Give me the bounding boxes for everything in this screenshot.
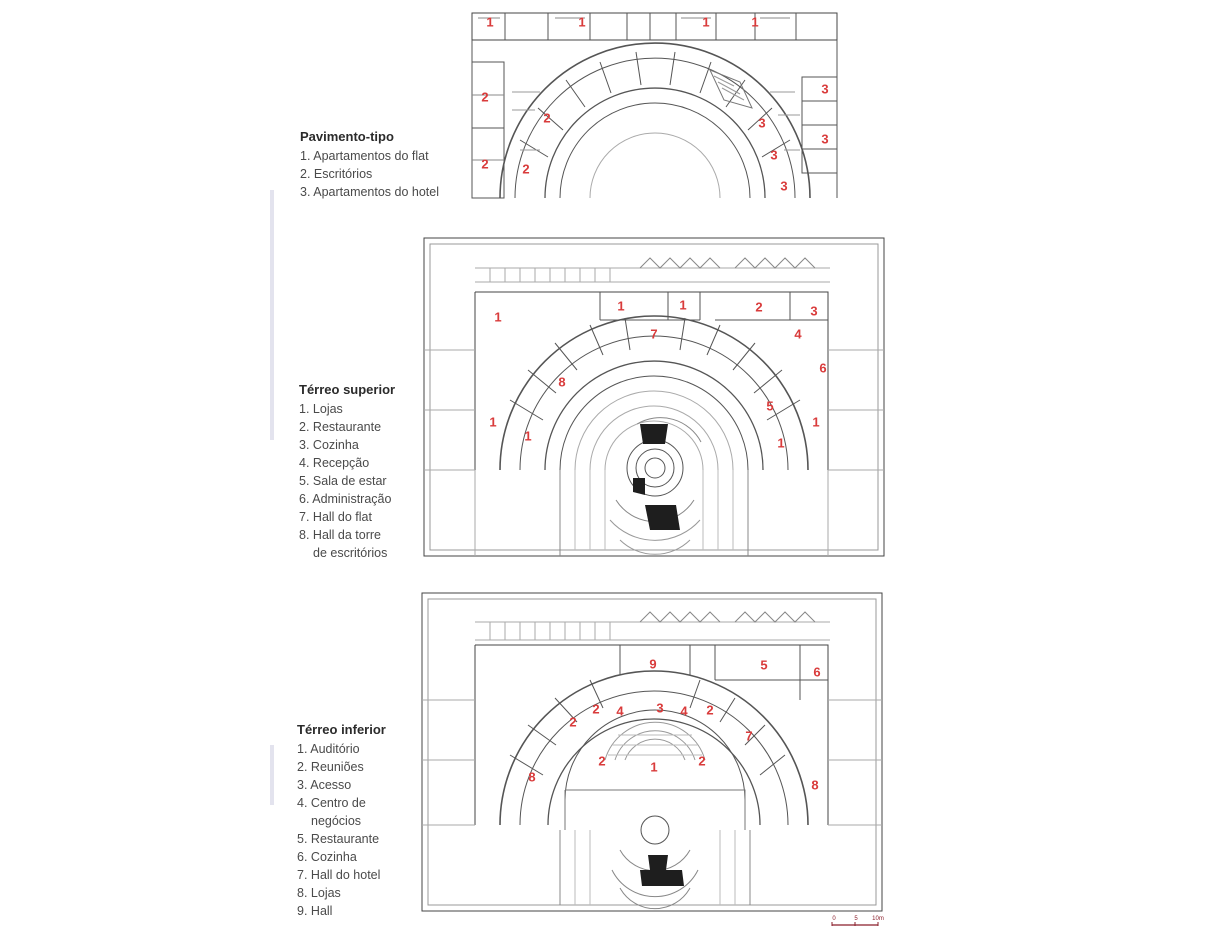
legend-item: de escritórios: [313, 546, 388, 560]
room-label: 1: [578, 15, 585, 30]
room-label: 3: [758, 116, 765, 131]
room-label: 2: [592, 702, 599, 717]
room-label: 2: [698, 754, 705, 769]
legend-item: 9. Hall: [297, 904, 333, 918]
room-label: 7: [650, 327, 657, 342]
room-label: 5: [766, 399, 773, 414]
legend-item: 1. Lojas: [299, 402, 343, 416]
plan-terreo-superior-labels: 1 1 1 1 1 1 1 2 3 4 6 5 7 8: [489, 298, 826, 451]
scale-bar: [831, 922, 879, 926]
room-label: 3: [810, 304, 817, 319]
legend-item: negócios: [311, 814, 362, 828]
legend-terreo-inferior: Térreo inferior 1. Auditório 2. Reuniões…: [297, 722, 386, 920]
scale-tick: 5: [854, 916, 858, 922]
room-label: 2: [522, 162, 529, 177]
legend-item: 8. Lojas: [297, 886, 341, 900]
plan-terreo-superior-solids: [633, 424, 680, 530]
room-label: 1: [751, 15, 758, 30]
legend-item: 4. Recepção: [299, 456, 370, 470]
legend-item: 4. Centro de: [297, 796, 366, 810]
legend-item: 8. Hall da torre: [299, 528, 382, 542]
plan-terreo-inferior-solids: [640, 855, 684, 886]
legend-item: 1. Auditório: [297, 742, 360, 756]
room-label: 1: [617, 299, 624, 314]
legend-item: 6. Administração: [299, 492, 392, 506]
plan-pavimento-tipo-labels: 1 1 1 1 2 2 2 2 3 3 3 3 3: [481, 15, 828, 194]
legend-item: 5. Restaurante: [297, 832, 380, 846]
room-label: 2: [481, 157, 488, 172]
room-label: 1: [494, 310, 501, 325]
legend-item: 7. Hall do hotel: [297, 868, 381, 882]
plan-terreo-inferior-labels: 9 5 6 2 2 4 3 4 2 7 2 1 2 8 8: [528, 657, 820, 793]
legend-item: 3. Cozinha: [299, 438, 359, 452]
room-label: 2: [706, 703, 713, 718]
room-label: 5: [760, 658, 767, 673]
room-label: 3: [770, 148, 777, 163]
room-label: 2: [755, 300, 762, 315]
legend-item: 3. Acesso: [297, 778, 352, 792]
legend-title: Térreo superior: [299, 382, 396, 397]
legend-item: 5. Sala de estar: [299, 474, 387, 488]
legend-terreo-superior: Térreo superior 1. Lojas 2. Restaurante …: [299, 382, 395, 562]
room-label: 8: [528, 770, 535, 785]
room-label: 4: [616, 704, 624, 719]
room-label: 8: [811, 778, 818, 793]
room-label: 3: [821, 82, 828, 97]
room-label: 1: [777, 436, 784, 451]
legend-item: 6. Cozinha: [297, 850, 357, 864]
room-label: 1: [489, 415, 496, 430]
room-label: 1: [812, 415, 819, 430]
room-label: 1: [486, 15, 493, 30]
room-label: 6: [813, 665, 820, 680]
room-label: 1: [702, 15, 709, 30]
plan-terreo-inferior: [421, 592, 883, 912]
room-label: 4: [794, 327, 802, 342]
legend-title: Térreo inferior: [297, 722, 386, 737]
room-label: 4: [680, 704, 688, 719]
room-label: 2: [481, 90, 488, 105]
room-label: 2: [569, 715, 576, 730]
legend-title: Pavimento-tipo: [300, 129, 394, 144]
room-label: 6: [819, 361, 826, 376]
legend-pavimento-tipo: Pavimento-tipo 1. Apartamentos do flat 2…: [300, 129, 439, 201]
legend-item: 2. Escritórios: [300, 167, 373, 181]
plan-pavimento-tipo: [471, 12, 838, 199]
room-label: 9: [649, 657, 656, 672]
legend-item: 3. Apartamentos do hotel: [300, 185, 440, 199]
legend-item: 2. Restaurante: [299, 420, 382, 434]
room-label: 2: [543, 111, 550, 126]
legend-item: 7. Hall do flat: [299, 510, 372, 524]
room-label: 8: [558, 375, 565, 390]
room-label: 3: [656, 701, 663, 716]
room-label: 1: [524, 429, 531, 444]
room-label: 2: [598, 754, 605, 769]
room-label: 3: [821, 132, 828, 147]
plan-terreo-superior: [423, 237, 885, 557]
room-label: 3: [780, 179, 787, 194]
legend-item: 2. Reuniões: [297, 760, 364, 774]
scan-artifact: [270, 745, 274, 805]
scale-tick: 0: [832, 916, 836, 922]
room-label: 1: [679, 298, 686, 313]
room-label: 7: [745, 729, 752, 744]
scan-artifact: [270, 190, 274, 440]
scale-tick: 10m: [872, 916, 884, 922]
room-label: 1: [650, 760, 657, 775]
legend-item: 1. Apartamentos do flat: [300, 149, 429, 163]
